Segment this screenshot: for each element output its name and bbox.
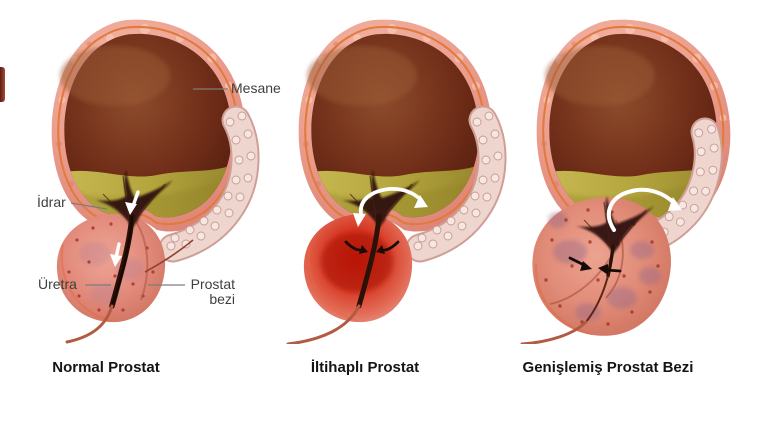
caption-normal-prostate: Normal Prostat (52, 359, 160, 376)
blocked-urine-flow-arrow (353, 186, 428, 227)
caption-enlarged-prostate: Genişlemiş Prostat Bezi (522, 359, 694, 376)
caption-inflamed-prostate: İltihaplı Prostat (310, 359, 420, 376)
urethra (286, 213, 382, 344)
label-prostat-bezi-line2: bezi (209, 291, 235, 307)
label-prostat-bezi: Prostat bezi (186, 277, 235, 307)
urine-retention-arrow (607, 187, 682, 232)
prostate-gland-enlarged (532, 197, 671, 336)
panel-enlarged-prostate (520, 14, 750, 344)
panel-normal-prostate (15, 14, 265, 344)
urethra-tail (286, 304, 361, 344)
label-idrar: İdrar (37, 194, 66, 210)
label-mesane: Mesane (231, 80, 281, 96)
urine-flow-arrows (110, 190, 140, 267)
panel-inflamed-prostate (286, 14, 512, 344)
urethra-tail (65, 304, 114, 344)
urethra (65, 213, 135, 344)
urethra-compressed (520, 244, 615, 344)
urethra-tail (520, 320, 588, 344)
compression-arrows (568, 256, 622, 275)
label-uretra: Üretra (38, 276, 77, 292)
cropped-image-sliver (0, 67, 5, 102)
label-prostat-bezi-line1: Prostat (190, 276, 235, 292)
inflammation-arrows (344, 240, 400, 254)
ejaculatory-duct (144, 239, 194, 273)
